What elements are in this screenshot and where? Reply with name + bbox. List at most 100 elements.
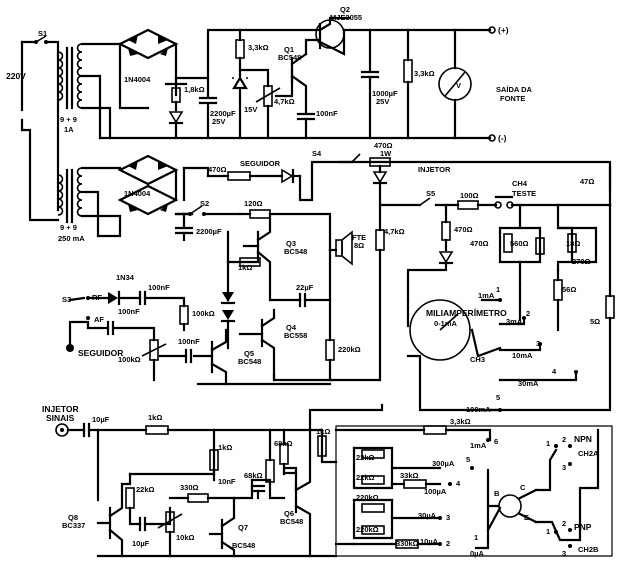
label-d2: 1N4004 [124, 189, 151, 198]
label-r1k8: 1,8kΩ [184, 85, 205, 94]
label-npn: NPN [574, 434, 592, 444]
label-r68k-a: 68kΩ [274, 439, 293, 448]
label-meter-v: V [456, 81, 461, 90]
label-r4k7: 4,7kΩ [384, 227, 405, 236]
label-n1: 1 [496, 285, 500, 294]
seguidor-led [182, 166, 302, 202]
label-c2200-av: 25V [212, 117, 225, 126]
label-100ma: 100mA [466, 405, 491, 414]
label-n4: 4 [552, 367, 557, 376]
label-c10uf: 10µF [92, 415, 110, 424]
label-q3: Q3 [286, 239, 296, 248]
label-c100nf-c: 100nF [118, 307, 140, 316]
transformer-1 [57, 42, 122, 140]
label-c2200-a: 2200µF [210, 109, 236, 118]
label-tr2-b: 250 mA [58, 234, 85, 243]
label-r33k: 33kΩ [400, 471, 419, 480]
label-c22: 22µF [296, 283, 314, 292]
label-r1k-d: 1kΩ [316, 427, 330, 436]
label-r18: 18Ω [566, 239, 580, 248]
label-q8-type: BC337 [62, 521, 85, 530]
label-q7-type: BC548 [232, 541, 255, 550]
label-r270: 270Ω [572, 257, 591, 266]
label-minus: (-) [498, 133, 507, 143]
label-r100k: 100kΩ [192, 309, 215, 318]
label-zener: 15V [244, 105, 257, 114]
output-filter [360, 28, 472, 140]
label-u3: 3 [562, 549, 566, 558]
label-q1-type: BC548 [278, 53, 301, 62]
label-mili-range: 0-1mA [434, 319, 458, 328]
label-1n34: 1N34 [116, 273, 135, 282]
label-r22k-b: 22kΩ [356, 473, 375, 482]
label-r220k-a: 220kΩ [356, 493, 379, 502]
label-plus: (+) [498, 25, 509, 35]
label-injetor-top: INJETOR [418, 165, 451, 174]
label-b10ua: 10µA [420, 537, 439, 546]
label-c10nf: 10nF [218, 477, 236, 486]
label-rf: RF [92, 293, 102, 302]
label-tr2-a: 9 + 9 [60, 223, 77, 232]
label-q7: Q7 [238, 523, 248, 532]
label-r22k-a: 22kΩ [356, 453, 375, 462]
main-rails [98, 26, 496, 142]
label-n5: 5 [496, 393, 500, 402]
signal-injector [55, 403, 384, 558]
mains-input [20, 35, 60, 222]
label-ch4: CH4 [512, 179, 528, 188]
label-r5: 5Ω [590, 317, 600, 326]
label-r470w2: 1W [380, 149, 392, 158]
label-pnp: PNP [574, 522, 592, 532]
label-s1: S1 [38, 29, 47, 38]
label-injetor-sinais-1: INJETOR [42, 404, 79, 414]
label-r470w: 470Ω [374, 141, 393, 150]
label-r220k-b: 220kΩ [356, 525, 379, 534]
label-r47: 47Ω [580, 177, 594, 186]
label-r3k3b: 3,3kΩ [414, 69, 435, 78]
label-r1k-a: 1kΩ [238, 263, 252, 272]
label-saida2: FONTE [500, 94, 525, 103]
label-ch2a: CH2A [578, 449, 599, 458]
label-n2: 2 [526, 309, 530, 318]
label-injetor-sinais-2: SINAIS [46, 413, 75, 423]
label-s4: S4 [312, 149, 322, 158]
label-pot10k: 10kΩ [176, 533, 195, 542]
label-1ma: 1mA [478, 291, 495, 300]
label-c100nf-a: 100nF [316, 109, 338, 118]
label-k4: 4 [456, 479, 461, 488]
label-q6: Q6 [284, 509, 294, 518]
label-c1000: 1000µF [372, 89, 398, 98]
label-ch2b: CH2B [578, 545, 599, 554]
label-s3: S3 [62, 295, 71, 304]
label-30ma: 30mA [518, 379, 539, 388]
label-seguidor: SEGUIDOR [78, 348, 123, 358]
label-fte: FTE [352, 233, 366, 242]
label-k2: 2 [446, 539, 450, 548]
regulator-section [232, 16, 352, 140]
label-k1: 1 [474, 533, 478, 542]
bridge-rectifier-1 [117, 28, 179, 110]
label-b1ma: 1mA [470, 441, 487, 450]
label-r120: 120Ω [244, 199, 263, 208]
label-tr1-a: 9 + 9 [60, 115, 77, 124]
transistor-tester [334, 425, 613, 557]
label-u2: 2 [562, 519, 566, 528]
switch-s2-and-cap [174, 166, 242, 242]
label-seguidor-top: SEGUIDOR [240, 159, 281, 168]
label-q3-type: BC548 [284, 247, 307, 256]
label-q1: Q1 [284, 45, 294, 54]
label-saida1: SAÍDA DA [496, 85, 533, 94]
label-k5: 5 [466, 455, 470, 464]
label-s5: S5 [426, 189, 435, 198]
milliammeter [406, 298, 578, 412]
detector-input [66, 290, 189, 382]
label-pot100k: 100kΩ [118, 355, 141, 364]
filter-cap-1 [198, 76, 218, 140]
label-q4: Q4 [286, 323, 297, 332]
led-indicator-1 [168, 87, 184, 140]
label-r22k: 22kΩ [136, 485, 155, 494]
label-r1k-c: 1kΩ [218, 443, 232, 452]
label-b300ua: 300µA [432, 459, 455, 468]
label-r68k-b: 68kΩ [244, 471, 263, 480]
